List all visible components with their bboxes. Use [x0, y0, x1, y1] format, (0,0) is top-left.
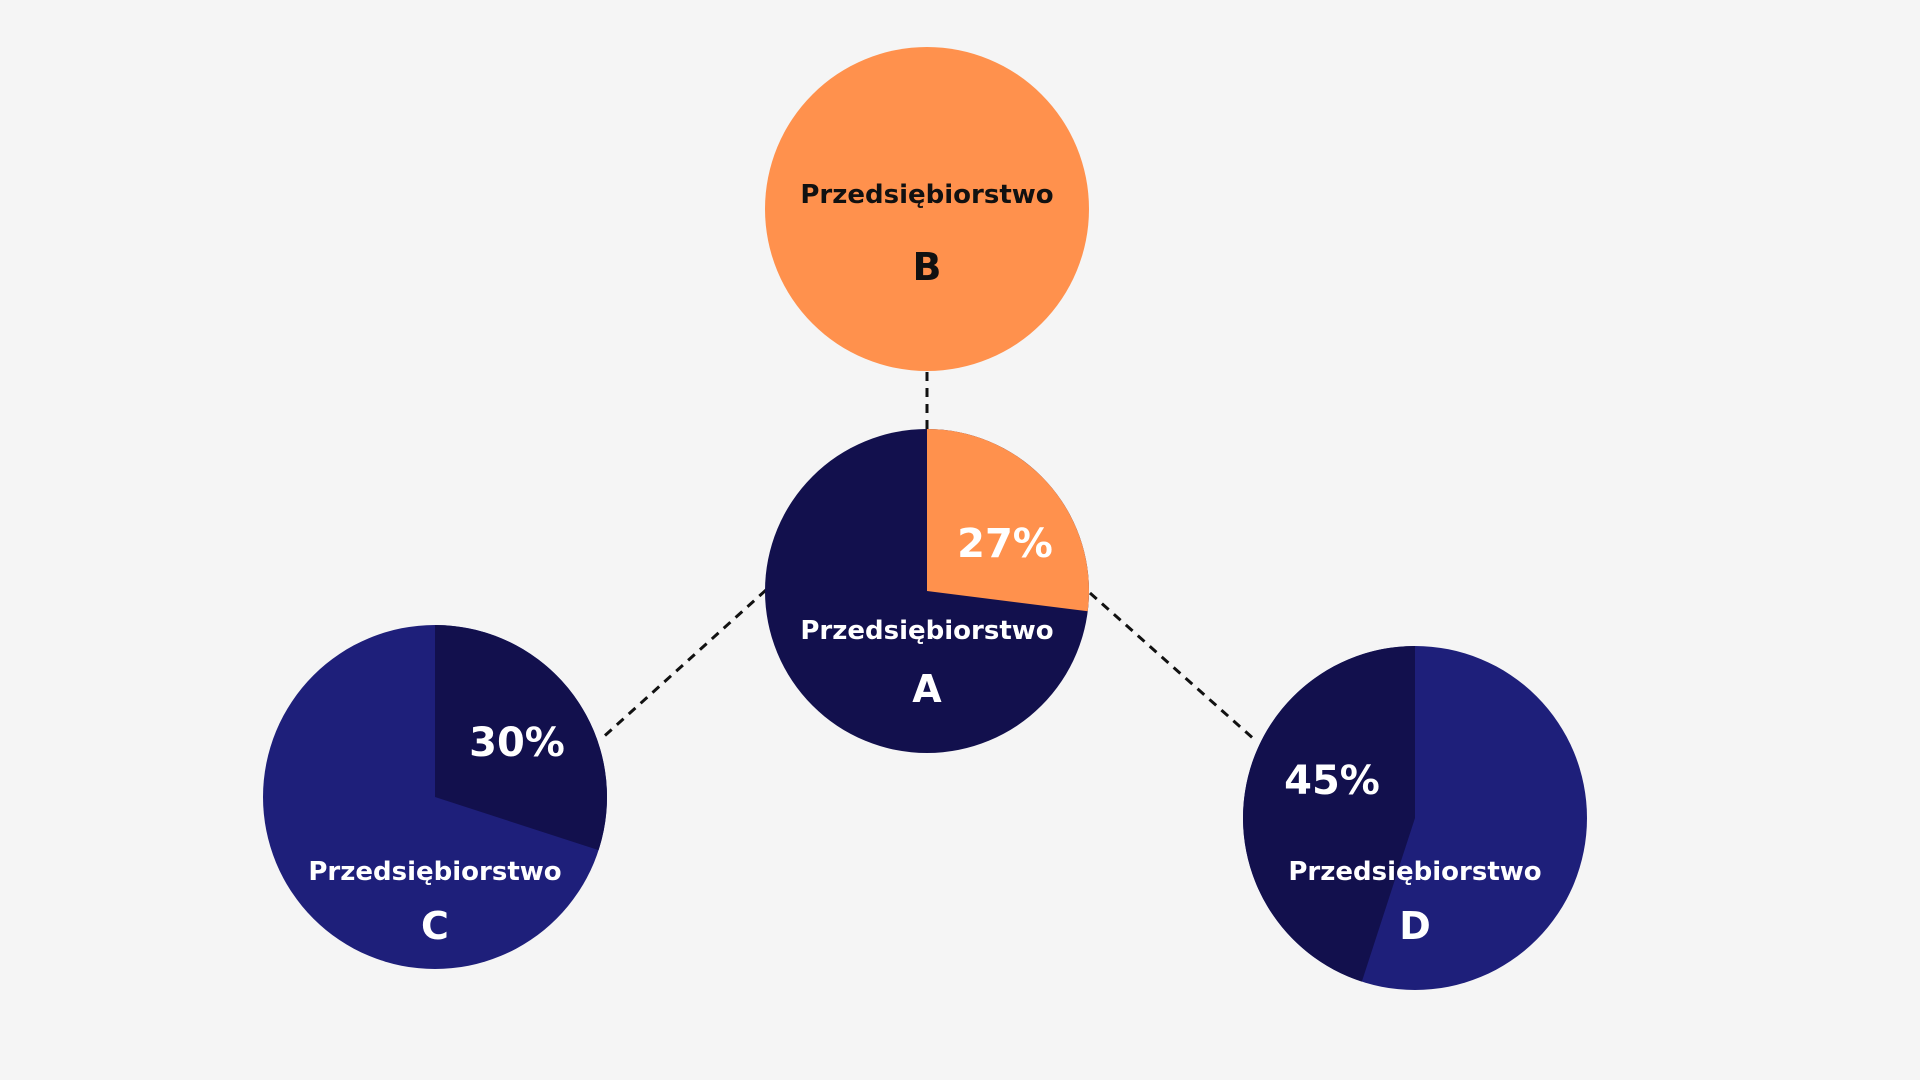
company-a-name: Przedsiębiorstwo	[800, 616, 1053, 646]
company-d-letter: D	[1399, 904, 1431, 948]
company-a-letter: A	[912, 667, 942, 711]
company-c-name: Przedsiębiorstwo	[308, 857, 561, 887]
company-a-share-slice	[927, 429, 1089, 612]
company-b-name: Przedsiębiorstwo	[800, 180, 1053, 210]
connectors	[598, 372, 1256, 742]
company-d-node: 45% Przedsiębiorstwo D	[1243, 646, 1587, 990]
company-b-circle	[765, 47, 1089, 371]
company-c-node: 30% Przedsiębiorstwo C	[263, 625, 607, 969]
company-a-share-label: 27%	[957, 521, 1053, 567]
company-a-node: 27% Przedsiębiorstwo A	[765, 429, 1089, 753]
company-b-letter: B	[913, 245, 942, 289]
company-d-name: Przedsiębiorstwo	[1288, 857, 1541, 887]
company-c-share-slice	[435, 625, 607, 851]
company-c-share-label: 30%	[469, 720, 565, 766]
company-d-share-label: 45%	[1284, 758, 1380, 804]
connector-a-c	[598, 588, 768, 742]
company-d-share-slice	[1243, 646, 1415, 982]
company-b-node: Przedsiębiorstwo B	[765, 47, 1089, 371]
connector-a-d	[1089, 591, 1256, 742]
company-c-letter: C	[421, 904, 449, 948]
